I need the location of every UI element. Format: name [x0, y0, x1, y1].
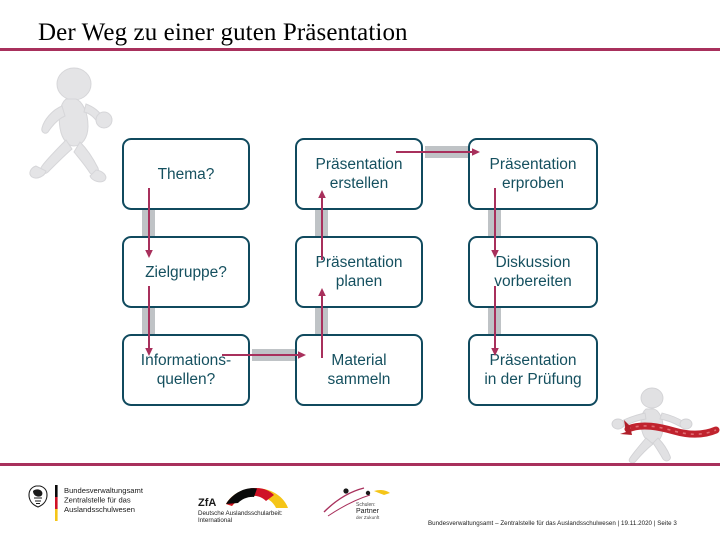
- running-figure-icon: [29, 67, 113, 183]
- bva-logo: Bundesverwaltungsamt Zentralstelle für d…: [28, 485, 144, 521]
- flow-node-label: Material sammeln: [327, 352, 391, 388]
- bva-logo-line3: Auslandsschulwesen: [64, 505, 135, 514]
- flow-node-informationsquellen[interactable]: Informations- quellen?: [122, 334, 250, 406]
- flow-node-label: Präsentation planen: [315, 254, 403, 290]
- psz-logo-line1: Schulen:: [356, 502, 375, 508]
- flow-node-label: Präsentation erproben: [489, 156, 577, 192]
- bva-logo-line1: Bundesverwaltungsamt: [64, 486, 144, 495]
- zfa-logo-line1: ZfA: [198, 497, 216, 509]
- zfa-logo-line3: International: [198, 517, 232, 524]
- bva-logo-line2: Zentralstelle für das: [64, 496, 131, 505]
- flow-node-label: Präsentation in der Prüfung: [484, 352, 582, 388]
- connector-zielgruppe-to-informationsquellen: [142, 308, 155, 336]
- flow-node-praesentation-pruefung[interactable]: Präsentation in der Prüfung: [468, 334, 598, 406]
- flow-node-praesentation-erstellen[interactable]: Präsentation erstellen: [295, 138, 423, 210]
- flow-node-thema[interactable]: Thema?: [122, 138, 250, 210]
- header-divider: [0, 48, 720, 51]
- runner-finish-line-icon: [611, 387, 720, 464]
- flow-node-zielgruppe[interactable]: Zielgruppe?: [122, 236, 250, 308]
- flow-node-label: Thema?: [157, 165, 215, 183]
- flow-node-label: Zielgruppe?: [145, 263, 227, 281]
- footer-logos: Bundesverwaltungsamt Zentralstelle für d…: [0, 470, 720, 536]
- flow-node-material-sammeln[interactable]: Material sammeln: [295, 334, 423, 406]
- flow-node-diskussion-vorbereiten[interactable]: Diskussion vorbereiten: [468, 236, 598, 308]
- psz-logo-line3: der Zukunft: [356, 515, 380, 520]
- psz-logo: Schulen: Partner der Zukunft: [323, 487, 390, 520]
- footer-divider: [0, 463, 720, 466]
- connector-erstellen-to-erproben: [425, 146, 469, 158]
- psz-logo-line2: Partner: [356, 508, 380, 515]
- connector-thema-to-zielgruppe: [142, 210, 155, 238]
- flow-node-label: Präsentation erstellen: [315, 156, 403, 192]
- flow-node-praesentation-planen[interactable]: Präsentation planen: [295, 236, 423, 308]
- footer-credit: Bundesverwaltungsamt – Zentralstelle für…: [428, 520, 677, 527]
- flow-node-label: Informations- quellen?: [140, 352, 232, 388]
- connector-planen-to-erstellen: [315, 210, 328, 238]
- connector-diskussion-to-pruefung: [488, 308, 501, 336]
- flow-node-label: Diskussion vorbereiten: [494, 254, 572, 290]
- connector-material-to-planen: [315, 308, 328, 336]
- connector-informationsquellen-to-material: [252, 349, 296, 361]
- flow-node-praesentation-erproben[interactable]: Präsentation erproben: [468, 138, 598, 210]
- page-title: Der Weg zu einer guten Präsentation: [38, 19, 408, 46]
- connector-erproben-to-diskussion: [488, 210, 501, 238]
- zfa-logo-line2: Deutsche Auslandsschularbeit:: [198, 510, 283, 517]
- zfa-logo: ZfA Deutsche Auslandsschularbeit: Intern…: [198, 488, 288, 524]
